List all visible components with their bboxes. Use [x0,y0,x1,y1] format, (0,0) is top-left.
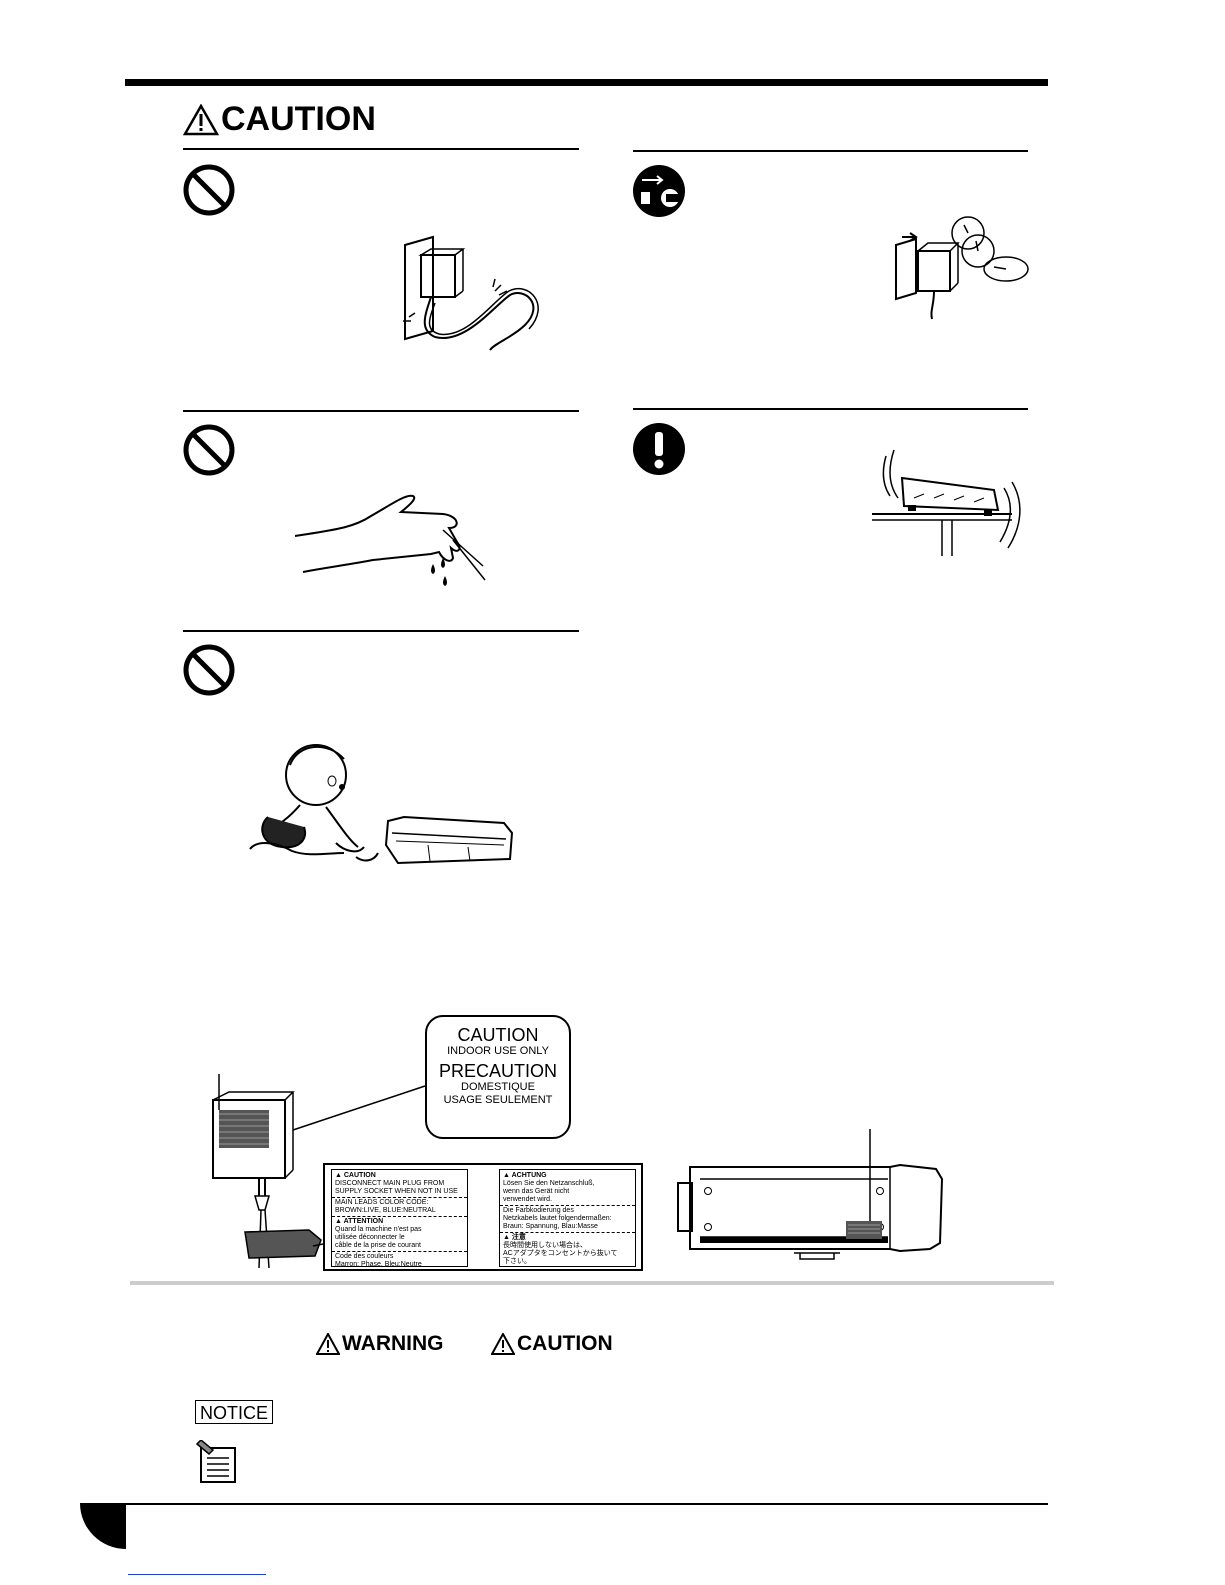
sticker-text: câble de la prise de courant [335,1242,421,1249]
section-rule [183,148,579,150]
sticker-left-column: ▲ CAUTION DISCONNECT MAIN PLUG FROM SUPP… [331,1169,468,1268]
sticker-jp-title: 注意 [511,1234,526,1241]
top-rule [125,79,1048,86]
unstable-table-illustration [872,449,1021,556]
sticker-text: ACアダプタをコンセントから抜いて [503,1250,618,1257]
section-rule [183,630,579,632]
caution-heading-label: CAUTION [221,100,376,138]
sticker-fr-title: ATTENTION [343,1218,384,1225]
sticker-text: wenn das Gerät nicht [503,1188,570,1195]
warning-triangle-icon [491,1333,515,1355]
sticker-text: MAIN LEADS COLOR CODE: [335,1199,429,1206]
warning-triangle-icon [316,1333,340,1355]
caution-label-text: CAUTION [517,1332,613,1355]
sticker-right-column: ▲ ACHTUNG Lösen Sie den Netzanschluß, we… [499,1169,636,1267]
ac-adapter-label-illustration [212,1074,426,1269]
sticker-text: SUPPLY SOCKET WHEN NOT IN USE [335,1188,458,1195]
section-rule [183,410,579,412]
sticker-text: Die Farbkodierung des [503,1207,574,1214]
prohibition-icon [183,164,235,216]
label-precaution: PRECAUTION [438,1061,557,1081]
sticker-text: 下さい。 [503,1258,531,1265]
warning-label-text: WARNING [342,1332,444,1355]
footer-link[interactable] [128,1552,266,1575]
warning-triangle-icon [183,103,219,135]
sticker-text: verwendet wird. [503,1196,553,1203]
mandatory-action-icon [633,423,685,475]
sticker-text: BROWN:LIVE, BLUE:NEUTRAL [335,1207,436,1214]
sticker-text: Code des couleurs [335,1253,394,1260]
label-domestique: DOMESTIQUE [461,1081,535,1093]
section-rule [633,150,1028,152]
prohibition-icon [183,644,235,696]
sticker-text: 長時間使用しない場合は、 [503,1242,587,1249]
warning-legend-label: WARNING [316,1332,444,1356]
sticker-text: utilisée déconnecter le [335,1234,405,1241]
label-indoor-use: INDOOR USE ONLY [447,1045,549,1057]
gray-divider [130,1281,1054,1285]
memo-icon [195,1440,236,1483]
page-number-badge [80,1503,126,1549]
machine-label-location-illustration [677,1129,944,1260]
sticker-text: Netzkabels lautet folgendermaßen: [503,1215,612,1222]
adapter-damaged-cord-illustration [403,235,539,351]
child-near-machine-illustration [249,744,514,865]
adapter-indoor-label: CAUTION INDOOR USE ONLY PRECAUTION DOMES… [425,1015,571,1139]
caution-legend-label: CAUTION [491,1332,613,1356]
prohibition-icon [183,424,235,476]
multilingual-warning-sticker: ▲ CAUTION DISCONNECT MAIN PLUG FROM SUPP… [323,1163,643,1271]
sticker-text: Braun: Spannung, Blau:Masse [503,1223,598,1230]
sticker-text: Marron: Phase, Bleu:Neutre [335,1261,422,1268]
sticker-de-title: ACHTUNG [511,1172,547,1179]
label-usage: USAGE SEULEMENT [443,1094,553,1106]
sticker-text: DISCONNECT MAIN PLUG FROM [335,1180,445,1187]
notice-box: NOTICE [195,1400,273,1424]
caution-heading: CAUTION [183,100,376,139]
sticker-text: Lösen Sie den Netzanschluß, [503,1180,595,1187]
unplug-icon [633,165,685,217]
wet-hand-illustration [294,494,486,586]
label-caution: CAUTION [457,1025,539,1045]
sticker-text: Quand la machine n'est pas [335,1226,422,1233]
unplug-adapter-illustration [895,216,1029,320]
footer-rule [125,1503,1048,1505]
section-rule [633,408,1028,410]
sticker-en-title: CAUTION [343,1172,376,1179]
